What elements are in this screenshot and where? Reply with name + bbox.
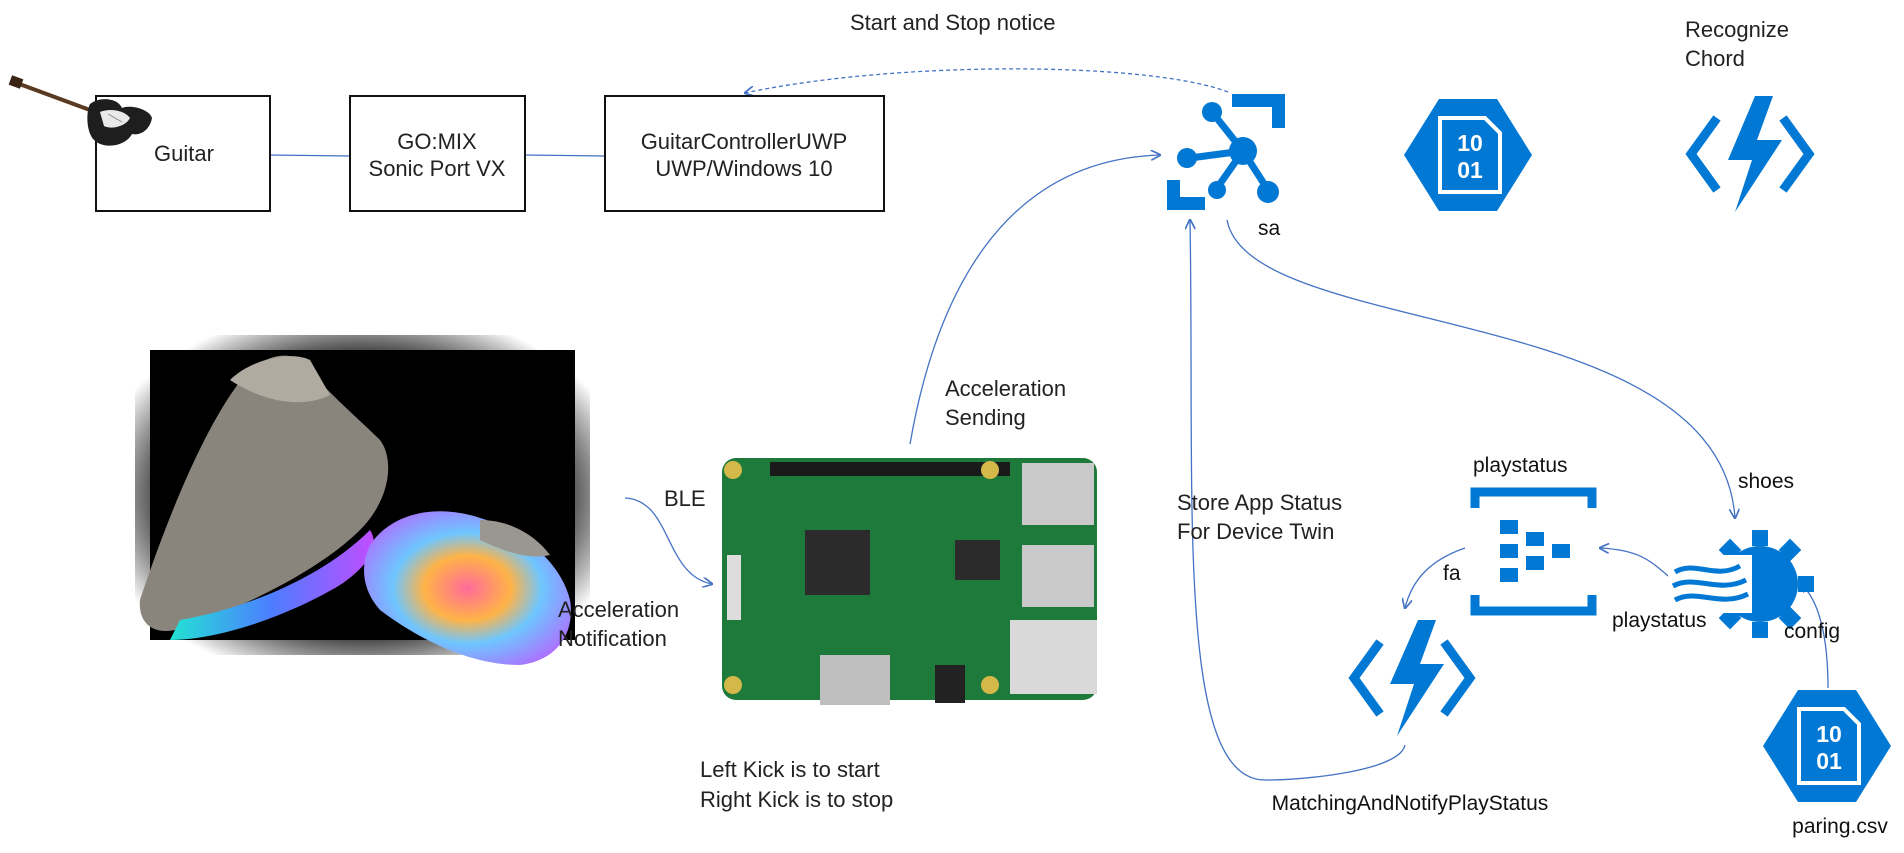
recognize-chord-label-line2: Chord	[1685, 46, 1745, 71]
edge-gomix-uwp	[524, 154, 606, 157]
kick-note-line1: Left Kick is to start	[700, 757, 880, 782]
stream-analytics-icon	[1668, 530, 1814, 638]
event-hub-label: playstatus	[1473, 454, 1568, 477]
store-app-status-label-line2: For Device Twin	[1177, 519, 1334, 544]
blob-icon-text-bottom: 01	[1457, 157, 1483, 183]
blob-paring-icon-text-bottom: 01	[1816, 748, 1842, 774]
matching-function-label: MatchingAndNotifyPlayStatus	[1272, 792, 1549, 815]
ble-label: BLE	[664, 486, 706, 511]
store-app-status-label-line1: Store App Status	[1177, 490, 1342, 515]
edge-stream-analytics-eventhub	[1600, 548, 1676, 583]
guitar-node: Guitar	[8, 75, 271, 212]
raspberry-pi-image	[722, 458, 1097, 705]
start-stop-notice-label: Start and Stop notice	[850, 10, 1055, 35]
edge-iothub-stream-analytics	[1226, 219, 1735, 518]
recognize-chord-function-icon	[1685, 96, 1815, 212]
kick-note-line2: Right Kick is to stop	[700, 787, 893, 812]
edge-start-stop-notice	[745, 68, 1229, 93]
blob-paring-icon-text-top: 10	[1816, 721, 1842, 747]
stream-analytics-output-label: playstatus	[1612, 609, 1707, 632]
gomix-label-line2: Sonic Port VX	[369, 156, 506, 181]
guitar-label: Guitar	[154, 141, 214, 166]
gomix-label-line1: GO:MIX	[397, 129, 477, 154]
iot-hub-label: sa	[1258, 217, 1281, 240]
iot-hub-icon	[1167, 94, 1285, 210]
blob-file-label: paring.csv	[1792, 815, 1888, 838]
stream-analytics-reference-label: config	[1784, 620, 1840, 643]
acceleration-sending-label-line2: Sending	[945, 405, 1026, 430]
guitar-image	[8, 75, 152, 146]
acceleration-notification-label-line2: Notification	[558, 626, 667, 651]
uwp-label-line2: UWP/Windows 10	[655, 156, 832, 181]
edges	[269, 68, 1829, 781]
uwp-label-line1: GuitarControllerUWP	[641, 129, 848, 154]
gomix-node: GO:MIX Sonic Port VX	[349, 95, 526, 212]
function-trigger-label: fa	[1443, 562, 1461, 585]
edge-store-app-status	[1190, 220, 1266, 781]
acceleration-notification-label-line1: Acceleration	[558, 597, 679, 622]
uwp-node: GuitarControllerUWP UWP/Windows 10	[604, 95, 885, 212]
shoes-image	[135, 335, 590, 665]
blob-icon-text-top: 10	[1457, 130, 1483, 156]
edge-guitar-gomix	[269, 154, 351, 157]
edge-function-loop	[1264, 744, 1406, 781]
stream-analytics-input-label: shoes	[1738, 470, 1794, 493]
edge-acceleration-sending	[909, 155, 1160, 445]
blob-storage-icon: 10 01	[1404, 99, 1532, 211]
edge-ble	[624, 497, 712, 584]
edge-eventhub-function	[1405, 547, 1466, 608]
acceleration-sending-label-line1: Acceleration	[945, 376, 1066, 401]
matching-function-icon	[1348, 620, 1476, 736]
event-hub-icon	[1470, 487, 1597, 616]
recognize-chord-label-line1: Recognize	[1685, 17, 1789, 42]
blob-storage-paring-icon: 10 01	[1763, 690, 1891, 802]
